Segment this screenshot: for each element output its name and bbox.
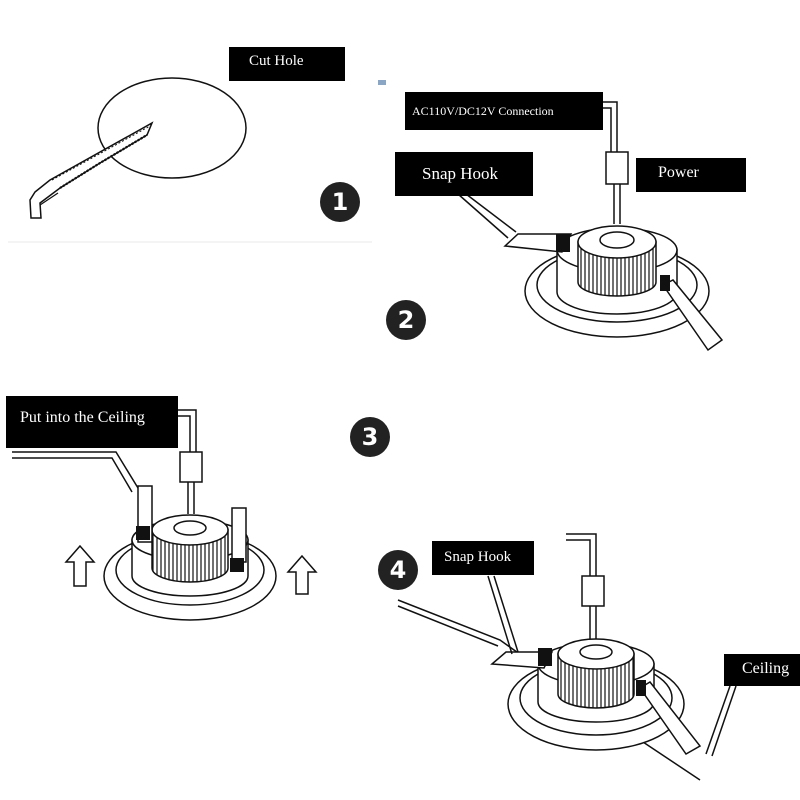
- snap-hook-right: [636, 680, 702, 755]
- downlight-fixture: [103, 514, 277, 621]
- label-leader-lines: [457, 193, 517, 239]
- label-snap-hook: Snap Hook: [395, 152, 533, 196]
- saw-icon: [29, 121, 154, 219]
- snap-hook-left: [136, 485, 153, 543]
- step-2-badge: 2: [386, 300, 426, 340]
- label-put-into-ceiling: Put into the Ceiling: [6, 396, 178, 448]
- power-cable: [566, 533, 605, 640]
- label-leader-lines: [487, 575, 737, 757]
- small-marker: [378, 80, 386, 85]
- step-3-illustration: [12, 409, 318, 621]
- step-1-badge: 1: [320, 182, 360, 222]
- step-4-illustration: [397, 533, 737, 781]
- power-cable: [600, 101, 629, 224]
- snap-hook-left: [490, 648, 554, 669]
- step-3-badge: 3: [350, 417, 390, 457]
- label-cut-hole: Cut Hole: [229, 47, 345, 81]
- label-ac-dc-connection: AC110V/DC12V Connection: [405, 92, 603, 130]
- snap-hook-right: [230, 507, 247, 572]
- label-power: Power: [636, 158, 746, 192]
- label-snap-hook: Snap Hook: [432, 541, 534, 575]
- ceiling-hole-outline: [97, 77, 247, 179]
- step-2-illustration: [378, 80, 724, 352]
- power-cable: [176, 409, 203, 514]
- snap-hook-right: [660, 275, 724, 352]
- snap-hook-left: [503, 233, 573, 253]
- downlight-fixture: [524, 225, 710, 338]
- label-ceiling: Ceiling: [724, 654, 800, 686]
- up-arrow-left-icon: [64, 544, 96, 587]
- up-arrow-right-icon: [286, 554, 318, 595]
- label-leader-lines: [12, 451, 139, 493]
- step-1-illustration: [8, 77, 372, 243]
- step-4-badge: 4: [378, 550, 418, 590]
